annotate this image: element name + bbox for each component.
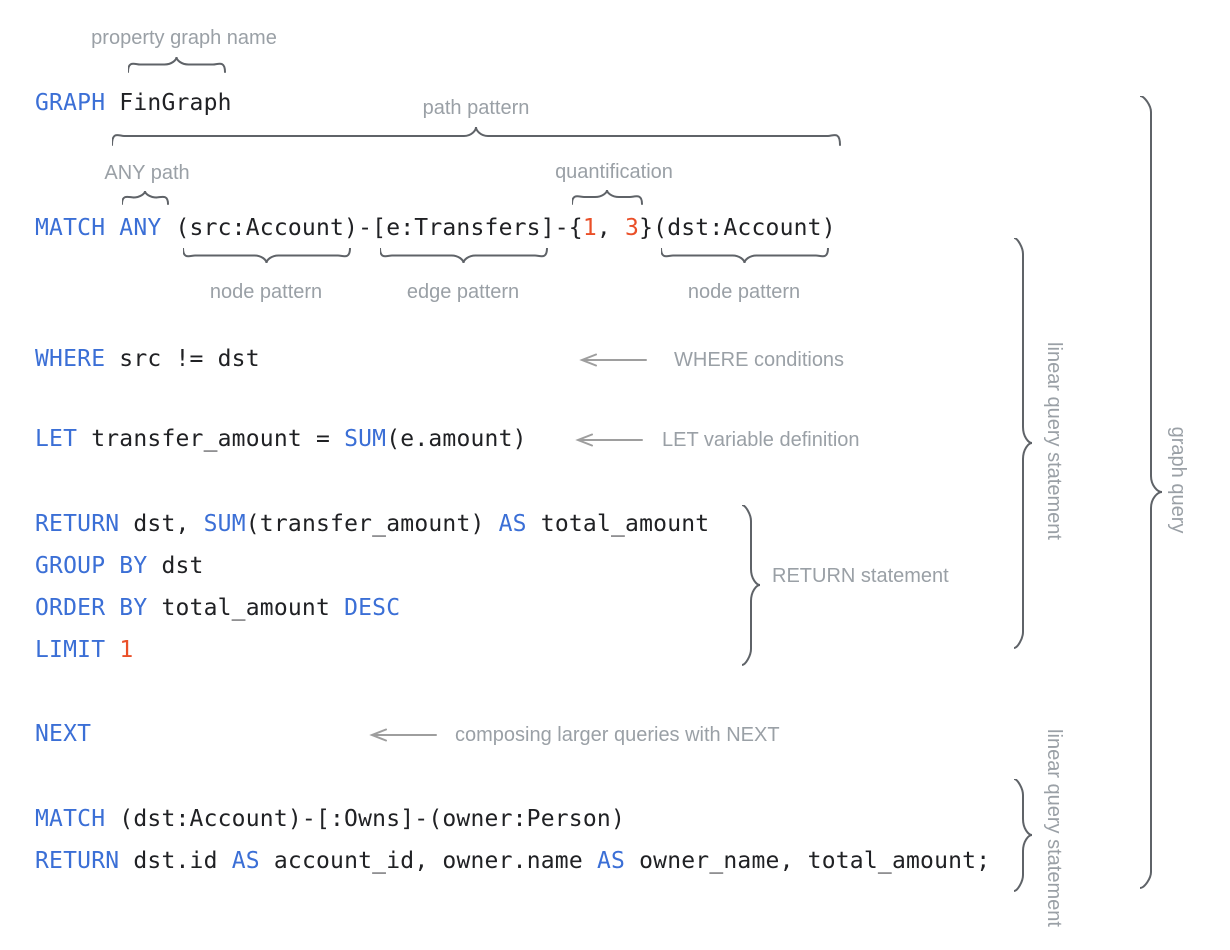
left-arrow-let xyxy=(574,432,644,448)
annotation-linear-query-statement-bottom: linear query statement xyxy=(1043,729,1065,927)
brace-graph-query xyxy=(1139,95,1164,890)
annotation-let-variable-definition: LET variable definition xyxy=(662,429,860,451)
code-line-final-return: RETURN dst.id AS account_id, owner.name … xyxy=(35,848,991,874)
code-line-next: NEXT xyxy=(35,721,92,747)
annotation-edge-pattern: edge pattern xyxy=(406,281,520,303)
left-arrow-where xyxy=(578,352,648,368)
annotation-linear-query-statement-top: linear query statement xyxy=(1043,342,1065,540)
left-arrow-next xyxy=(368,727,438,743)
annotation-quantification: quantification xyxy=(555,161,673,183)
brace-linear-query-statement-bottom xyxy=(1013,778,1034,893)
code-line-where: WHERE src != dst xyxy=(35,346,260,372)
brace-linear-query-statement-top xyxy=(1013,237,1034,650)
annotation-any-path: ANY path xyxy=(104,162,190,184)
underbrace-node-pattern-right xyxy=(660,247,830,265)
code-line-limit: LIMIT 1 xyxy=(35,637,134,663)
overbrace-any-path xyxy=(121,190,170,206)
code-line-match-any: MATCH ANY (src:Account)-[e:Transfers]-{1… xyxy=(35,215,836,241)
annotation-where-conditions: WHERE conditions xyxy=(674,349,845,371)
brace-return-statement xyxy=(741,504,762,667)
annotation-node-pattern-left: node pattern xyxy=(209,281,323,303)
code-line-let: LET transfer_amount = SUM(e.amount) xyxy=(35,426,527,452)
annotation-next-composition: composing larger queries with NEXT xyxy=(455,724,780,746)
underbrace-edge-pattern xyxy=(379,247,549,265)
annotation-node-pattern-right: node pattern xyxy=(687,281,801,303)
annotation-path-pattern: path pattern xyxy=(422,97,530,119)
annotation-return-statement: RETURN statement xyxy=(772,565,949,587)
overbrace-property-graph-name xyxy=(127,56,227,74)
annotation-property-graph-name: property graph name xyxy=(91,27,277,49)
code-line-graph-clause: GRAPH FinGraph xyxy=(35,90,232,116)
code-line-group-by: GROUP BY dst xyxy=(35,553,204,579)
code-line-order-by: ORDER BY total_amount DESC xyxy=(35,595,401,621)
overbrace-quantification xyxy=(571,189,644,206)
code-line-match-owns: MATCH (dst:Account)-[:Owns]-(owner:Perso… xyxy=(35,806,625,832)
overbrace-path-pattern xyxy=(111,126,842,147)
underbrace-node-pattern-left xyxy=(182,247,352,265)
code-line-return: RETURN dst, SUM(transfer_amount) AS tota… xyxy=(35,511,710,537)
annotation-graph-query: graph query xyxy=(1167,426,1189,534)
